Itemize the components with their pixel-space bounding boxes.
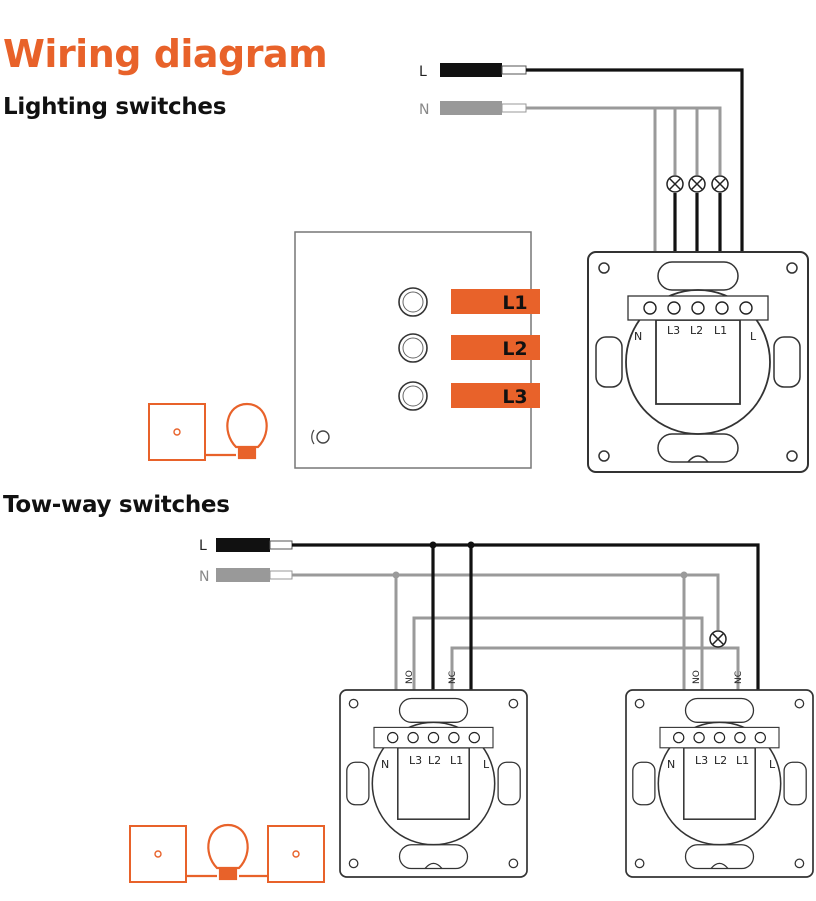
live-supply-cable: L [419, 63, 527, 80]
live-wire-label: L [419, 64, 427, 80]
svg-text:L: L [750, 330, 757, 343]
terminal-labels-3gang: N L3 L2 L1 L [634, 324, 757, 343]
contact-label-nc-right: NC [734, 671, 744, 684]
terminal-labels-right: N L3 L2 L1 L [667, 754, 776, 771]
svg-text:L3: L3 [502, 386, 527, 408]
lamp-cross-icon [666, 175, 684, 193]
neutral-wire-label-2: N [199, 569, 209, 585]
contact-label-no-right: NO [692, 670, 702, 684]
svg-text:L3: L3 [695, 754, 708, 767]
neutral-supply-cable: N [419, 101, 527, 118]
switch-mechanism-left [339, 689, 528, 878]
svg-text:L2: L2 [428, 754, 441, 767]
diagram-title: Wiring diagram [3, 32, 328, 76]
svg-text:L: L [483, 758, 490, 771]
contact-label-nc-left: NC [448, 671, 458, 684]
button-label-l1: L1 [451, 289, 540, 314]
neutral-wire-label: N [419, 102, 429, 118]
svg-text:L3: L3 [667, 324, 680, 337]
touch-button-1 [398, 287, 428, 317]
terminal-labels-left: N L3 L2 L1 L [381, 754, 490, 771]
svg-text:L2: L2 [690, 324, 703, 337]
touch-button-3 [398, 381, 428, 411]
section-heading-two-way: Tow-way switches [3, 492, 230, 518]
svg-text:N: N [381, 758, 389, 771]
svg-text:N: N [634, 330, 642, 343]
button-label-l2: L2 [451, 335, 540, 360]
bulb-icon [186, 823, 268, 881]
svg-text:L2: L2 [502, 338, 527, 360]
lamp-cross-icon [688, 175, 706, 193]
wall-switch-icon [148, 403, 206, 461]
section-heading-lighting: Lighting switches [3, 94, 227, 120]
svg-text:L2: L2 [714, 754, 727, 767]
wall-switch-icon [129, 825, 187, 883]
svg-text:L1: L1 [736, 754, 749, 767]
svg-text:L: L [769, 758, 776, 771]
switch-mechanism-3gang [587, 251, 809, 473]
touch-icon [311, 429, 330, 445]
neutral-supply-cable-2: N [199, 568, 293, 585]
live-wire-label-2: L [199, 538, 207, 554]
contact-label-no-left: NO [405, 670, 415, 684]
svg-text:L1: L1 [502, 292, 527, 314]
svg-text:L1: L1 [450, 754, 463, 767]
wall-switch-icon [267, 825, 325, 883]
lamp-cross-icon [711, 175, 729, 193]
switch-mechanism-right [625, 689, 814, 878]
svg-text:L1: L1 [714, 324, 727, 337]
svg-text:N: N [667, 758, 675, 771]
touch-button-2 [398, 333, 428, 363]
button-label-l3: L3 [451, 383, 540, 408]
svg-text:L3: L3 [409, 754, 422, 767]
live-supply-cable-2: L [199, 538, 293, 554]
lamp-cross-icon [709, 630, 727, 648]
bulb-icon [205, 402, 268, 460]
